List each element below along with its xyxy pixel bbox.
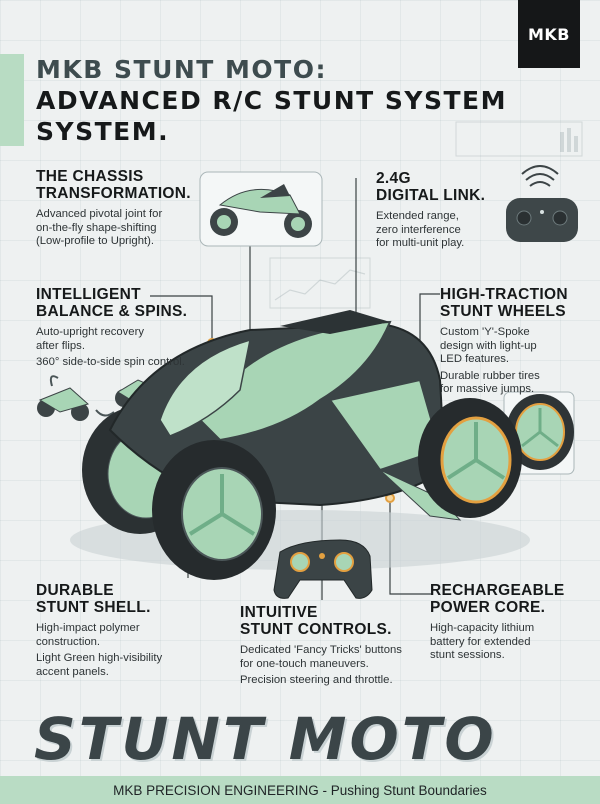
wheel-inset — [503, 391, 575, 475]
text-line: Auto-upright recovery — [36, 326, 144, 338]
feature-shell-text: High-impact polymer construction. — [36, 622, 236, 649]
heading-line: STUNT CONTROLS. — [240, 621, 392, 638]
hud-graph-center — [269, 257, 371, 309]
feature-balance-text-2: 360° side-to-side spin control. — [36, 356, 236, 370]
feature-wheels: HIGH-TRACTION STUNT WHEELS Custom 'Y'-Sp… — [440, 286, 590, 397]
feature-digital-link: 2.4G DIGITAL LINK. Extended range, zero … — [376, 170, 566, 251]
feature-balance: INTELLIGENT BALANCE & SPINS. Auto-uprigh… — [36, 286, 236, 370]
heading-line: POWER CORE. — [430, 599, 546, 616]
feature-power: RECHARGEABLE POWER CORE. High-capacity l… — [430, 582, 590, 663]
heading-line: 2.4G — [376, 170, 411, 187]
feature-shell-heading: DURABLE STUNT SHELL. — [36, 582, 236, 616]
feature-chassis-text: Advanced pivotal joint for on-the-fly sh… — [36, 208, 246, 249]
feature-shell: DURABLE STUNT SHELL. High-impact polymer… — [36, 582, 236, 679]
text-line: design with light-up — [440, 339, 537, 352]
heading-line: INTUITIVE — [240, 604, 318, 621]
text-line: for multi-unit play. — [376, 237, 465, 249]
text-line: construction. — [36, 635, 101, 648]
text-line: Durable rubber tires — [440, 369, 540, 382]
title-line-3: SYSTEM. — [36, 117, 170, 146]
title-line-1: MKB STUNT MOTO: — [36, 55, 327, 84]
text-line: for one-touch maneuvers. — [240, 657, 369, 670]
stunt-moto-vehicle — [70, 310, 530, 580]
text-line: Advanced pivotal joint for — [36, 208, 163, 220]
remote-icon-link — [506, 165, 578, 242]
title-line-2: ADVANCED R/C STUNT SYSTEM — [36, 86, 507, 115]
text-line: for massive jumps. — [440, 383, 535, 395]
feature-controls-heading: INTUITIVE STUNT CONTROLS. — [240, 604, 440, 638]
text-line: stunt sessions. — [430, 649, 505, 661]
text-line: accent panels. — [36, 665, 109, 678]
heading-line: TRANSFORMATION. — [36, 185, 191, 202]
heading-line: STUNT SHELL. — [36, 599, 151, 616]
logo-text: MKB — [527, 24, 570, 44]
text-line: after flips. — [36, 339, 85, 352]
feature-balance-text: Auto-upright recovery after flips. — [36, 326, 236, 353]
heading-line: STUNT WHEELS — [440, 303, 566, 320]
feature-link-heading: 2.4G DIGITAL LINK. — [376, 170, 566, 204]
feature-controls: INTUITIVE STUNT CONTROLS. Dedicated 'Fan… — [240, 604, 440, 688]
text-line: Dedicated 'Fancy Tricks' buttons — [240, 644, 402, 656]
text-line: 360° side-to-side spin control. — [36, 356, 185, 368]
footer-text: MKB PRECISION ENGINEERING - Pushing Stun… — [113, 782, 487, 798]
title-accent-bar — [0, 54, 24, 146]
text-line: LED features. — [440, 353, 510, 365]
text-line: (Low-profile to Upright). — [36, 235, 155, 247]
feature-controls-text-2: Precision steering and throttle. — [240, 674, 440, 688]
feature-controls-text: Dedicated 'Fancy Tricks' buttons for one… — [240, 644, 440, 671]
heading-line: THE CHASSIS — [36, 168, 144, 185]
feature-balance-heading: INTELLIGENT BALANCE & SPINS. — [36, 286, 236, 320]
heading-line: DIGITAL LINK. — [376, 187, 486, 204]
feature-chassis: THE CHASSIS TRANSFORMATION. Advanced piv… — [36, 168, 246, 249]
footer-bar: MKB PRECISION ENGINEERING - Pushing Stun… — [0, 776, 600, 804]
text-line: Precision steering and throttle. — [240, 674, 393, 686]
text-line: battery for extended — [430, 635, 531, 648]
heading-line: RECHARGEABLE — [430, 582, 565, 599]
hud-panel-top-right — [455, 121, 583, 157]
heading-line: BALANCE & SPINS. — [36, 303, 188, 320]
text-line: on-the-fly shape-shifting — [36, 221, 157, 234]
brand-logo: MKB — [518, 0, 580, 68]
text-line: zero interference — [376, 223, 461, 236]
text-line: Extended range, — [376, 210, 459, 222]
heading-line: DURABLE — [36, 582, 114, 599]
feature-chassis-heading: THE CHASSIS TRANSFORMATION. — [36, 168, 246, 202]
text-line: Light Green high-visibility — [36, 652, 163, 664]
chassis-inset — [199, 171, 323, 247]
text-line: High-impact polymer — [36, 622, 140, 634]
feature-link-text: Extended range, zero interference for mu… — [376, 210, 566, 251]
feature-wheels-text-2: Durable rubber tires for massive jumps. — [440, 370, 590, 397]
feature-power-text: High-capacity lithium battery for extend… — [430, 622, 590, 663]
feature-power-heading: RECHARGEABLE POWER CORE. — [430, 582, 590, 616]
text-line: High-capacity lithium — [430, 622, 535, 634]
feature-wheels-text: Custom 'Y'-Spoke design with light-up LE… — [440, 326, 590, 367]
heading-line: INTELLIGENT — [36, 286, 141, 303]
controller-illustration — [273, 539, 373, 599]
product-name-banner: STUNT MOTO — [34, 705, 497, 773]
feature-wheels-heading: HIGH-TRACTION STUNT WHEELS — [440, 286, 590, 320]
text-line: Custom 'Y'-Spoke — [440, 326, 530, 338]
feature-shell-text-2: Light Green high-visibility accent panel… — [36, 652, 236, 679]
heading-line: HIGH-TRACTION — [440, 286, 568, 303]
page-title: MKB STUNT MOTO: ADVANCED R/C STUNT SYSTE… — [36, 54, 556, 147]
